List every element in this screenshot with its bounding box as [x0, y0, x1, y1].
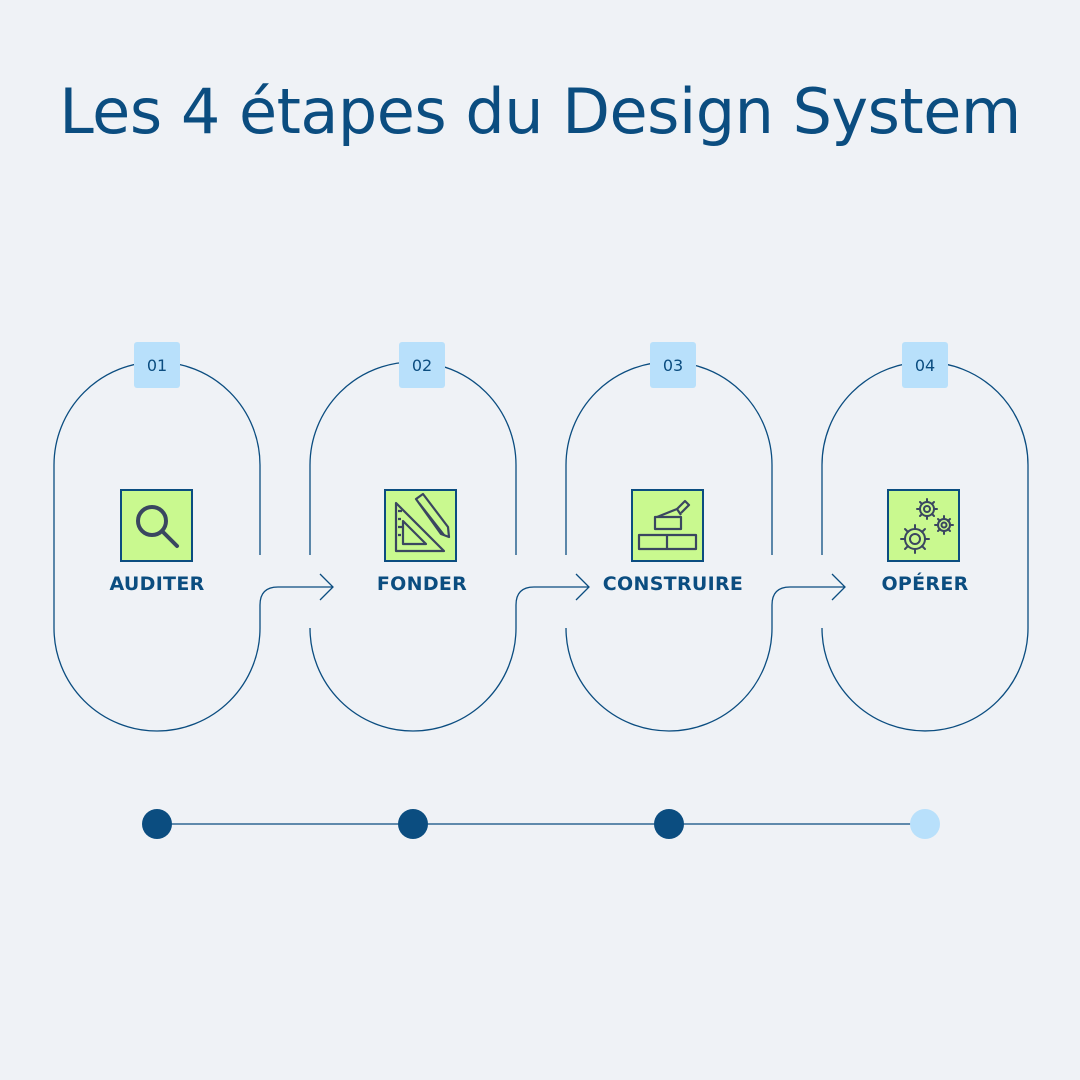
step-1-icon-box — [120, 489, 193, 562]
step-4-badge: 04 — [902, 342, 948, 388]
timeline-dot-1 — [142, 809, 172, 839]
step-3-number: 03 — [662, 355, 684, 375]
timeline-dot-3 — [654, 809, 684, 839]
page-title: Les 4 étapes du Design System — [59, 75, 1021, 148]
step-1-label: AUDITER — [109, 573, 205, 595]
step-4-icon-box — [887, 489, 960, 562]
arrow-2-head — [575, 573, 590, 601]
step-1-outline — [53, 361, 333, 732]
step-2-number: 02 — [411, 355, 433, 375]
ruler-pencil-icon — [394, 492, 451, 553]
step-1-badge: 01 — [134, 342, 180, 388]
gears-icon — [900, 498, 954, 554]
timeline-dot-4 — [910, 809, 940, 839]
brick-trowel-icon — [637, 499, 698, 551]
step-2-badge: 02 — [399, 342, 445, 388]
arrow-1-head — [319, 573, 334, 601]
step-3-badge: 03 — [650, 342, 696, 388]
step-3-outline-bottom — [565, 586, 845, 732]
magnifier-icon — [136, 505, 179, 548]
step-2-icon-box — [384, 489, 457, 562]
step-3-icon-box — [631, 489, 704, 562]
step-1-number: 01 — [146, 355, 168, 375]
arrow-3-head — [831, 573, 846, 601]
step-3-label: CONSTRUIRE — [602, 573, 744, 595]
step-4-number: 04 — [914, 355, 936, 375]
timeline-dot-2 — [398, 809, 428, 839]
step-4-outline — [821, 361, 1029, 732]
step-2-outline-bottom — [309, 586, 589, 732]
step-2-label: FONDER — [376, 573, 468, 595]
step-4-label: OPÉRER — [881, 573, 969, 595]
